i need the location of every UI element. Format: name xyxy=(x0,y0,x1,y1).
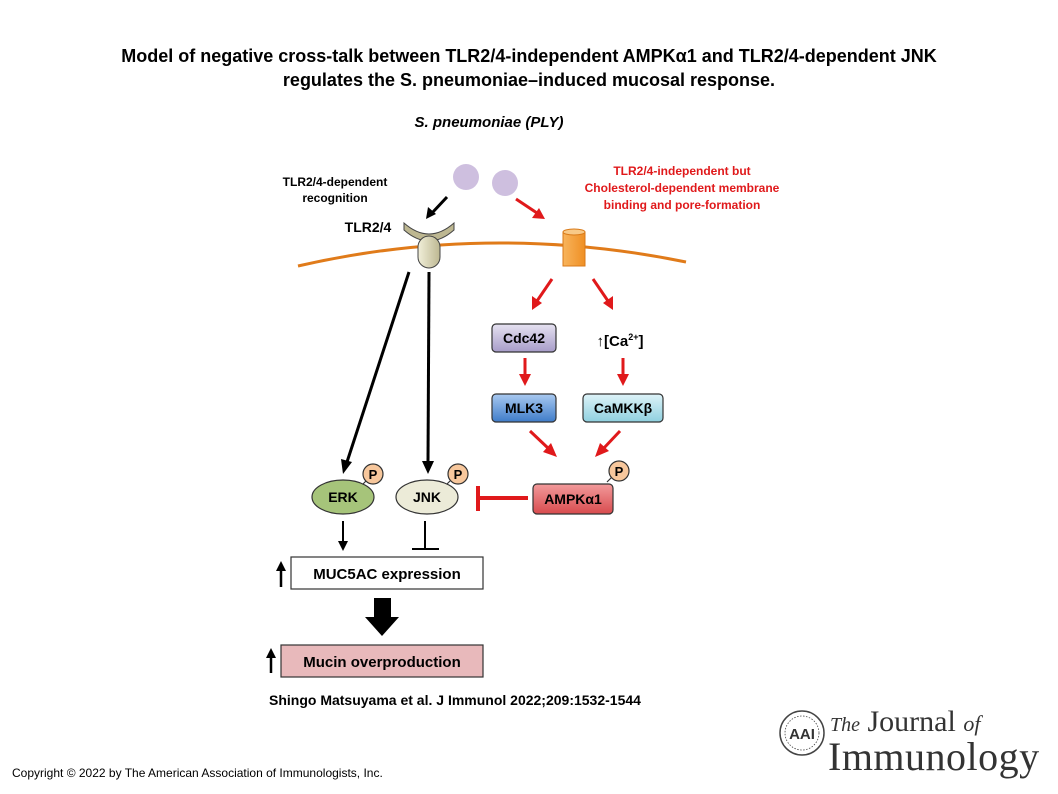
ampk-phospho xyxy=(608,460,630,482)
mucin-box xyxy=(280,644,484,678)
binding-arrow xyxy=(515,197,538,215)
arrow-mlk3-to-ampk xyxy=(528,429,551,451)
title-line-1: Model of negative cross-talk between TLR… xyxy=(121,46,937,66)
ampk-phospho-label: P xyxy=(615,464,624,479)
arrow-pore-to-calcium xyxy=(591,278,610,302)
journal-title-line1: The Journal of xyxy=(830,705,981,738)
erk-phospho xyxy=(362,463,384,485)
arrow-receptor-to-erk-head xyxy=(341,459,352,474)
erk-label: ERK xyxy=(328,489,358,505)
big-down-arrow xyxy=(365,598,399,636)
figure-title: Model of negative cross-talk between TLR… xyxy=(0,44,1058,92)
bacterium-2 xyxy=(492,170,518,196)
seal-letters: AAI xyxy=(789,726,815,743)
pathogen-label: S. pneumoniae (PLY) xyxy=(415,114,564,131)
cdc42-node xyxy=(491,323,557,353)
arrow-pore-to-calcium-head xyxy=(603,296,613,310)
erk-node xyxy=(311,479,375,515)
cell-membrane xyxy=(297,241,687,268)
arrow-pore-to-cdc42-head xyxy=(532,296,542,310)
arrow-camkk-to-ampk-head xyxy=(595,443,609,457)
recognition-arrow xyxy=(430,195,449,215)
tlr-recognition-label-1: TLR2/4-dependent xyxy=(283,175,388,189)
jnk-node xyxy=(395,479,459,515)
arrow-mlk3-to-ampk-head xyxy=(543,443,557,457)
muc5ac-box xyxy=(290,556,484,590)
membrane-pore xyxy=(562,231,586,267)
mucin-up-arrow-head xyxy=(266,648,276,658)
arrow-receptor-to-jnk xyxy=(426,271,431,463)
receptor-stem xyxy=(417,235,441,269)
copyright: Copyright © 2022 by The American Associa… xyxy=(12,766,383,780)
arrow-cdc42-to-mlk3-head xyxy=(519,374,531,386)
receptor-cup xyxy=(403,221,455,242)
jnk-phospho-label: P xyxy=(454,467,463,482)
receptor-label: TLR2/4 xyxy=(345,219,392,235)
bacterium-1 xyxy=(453,164,479,190)
muc5ac-up-arrow-head xyxy=(276,561,286,571)
jnk-phospho-link xyxy=(446,480,451,485)
arrow-erk-to-muc5ac-head xyxy=(338,541,348,551)
mucin-label: Mucin overproduction xyxy=(303,654,461,671)
arrow-calcium-to-camkk-head xyxy=(617,374,629,386)
mlk3-node xyxy=(491,393,557,423)
citation: Shingo Matsuyama et al. J Immunol 2022;2… xyxy=(269,692,641,708)
ampk-node xyxy=(532,483,614,515)
aai-seal-icon: AAI xyxy=(779,710,825,756)
mlk3-label: MLK3 xyxy=(505,400,543,416)
independent-label-3: binding and pore-formation xyxy=(604,198,761,212)
journal-logo: AAI The Journal of Immunology xyxy=(778,705,1040,779)
cdc42-label: Cdc42 xyxy=(503,330,545,346)
binding-arrow-head xyxy=(532,208,545,219)
journal-title-line2: Immunology xyxy=(828,734,1040,779)
erk-phospho-link xyxy=(362,480,367,485)
independent-label-2: Cholesterol-dependent membrane xyxy=(585,181,780,195)
recognition-arrow-head xyxy=(426,207,436,219)
arrow-pore-to-cdc42 xyxy=(535,278,554,302)
arrow-camkk-to-ampk xyxy=(601,429,622,451)
arrow-receptor-to-erk xyxy=(345,271,411,463)
erk-phospho-label: P xyxy=(369,467,378,482)
ampk-label: AMPKα1 xyxy=(544,491,602,507)
independent-label-1: TLR2/4-independent but xyxy=(613,164,750,178)
jnk-label: JNK xyxy=(413,489,441,505)
membrane-pore-top xyxy=(562,228,586,236)
jnk-phospho xyxy=(447,463,469,485)
camkk-label: CaMKKβ xyxy=(594,400,653,416)
arrow-receptor-to-jnk-head xyxy=(422,461,434,474)
tlr-recognition-label-2: recognition xyxy=(302,191,367,205)
calcium-label: ↑[Ca2+] xyxy=(597,332,644,350)
camkk-node xyxy=(582,393,664,423)
title-line-2: regulates the S. pneumoniae–induced muco… xyxy=(282,70,776,90)
muc5ac-label: MUC5AC expression xyxy=(313,566,461,583)
